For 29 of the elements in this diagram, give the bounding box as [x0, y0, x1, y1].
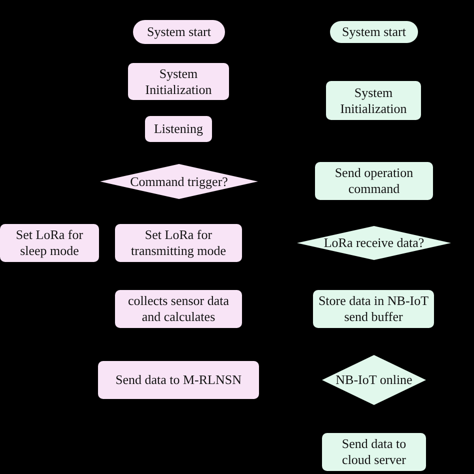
- terminal-box: [330, 21, 418, 43]
- decision-diamond: [100, 164, 258, 199]
- node-text: Command trigger?: [129, 174, 229, 190]
- node-text: System Initialization: [339, 84, 408, 116]
- process-box: [115, 224, 242, 262]
- node-text: Listening: [152, 121, 204, 137]
- node-text: Send data to cloud server: [340, 436, 408, 468]
- node-text: System start: [341, 24, 407, 40]
- process-box: [315, 162, 433, 200]
- node-text: Send data to M-RLNSN: [114, 372, 243, 388]
- process-box: [115, 290, 242, 328]
- process-box: [128, 63, 229, 100]
- node-text: System start: [146, 24, 212, 40]
- decision-diamond: [322, 355, 426, 405]
- process-box: [322, 433, 426, 471]
- decision-diamond: [297, 226, 451, 260]
- node-text: Send operation command: [334, 165, 414, 197]
- process-box: [326, 81, 421, 120]
- node-text: Store data in NB-IoT send buffer: [317, 293, 430, 325]
- node-text: Set LoRa for transmitting mode: [130, 227, 227, 259]
- process-box: [98, 361, 259, 399]
- node-text: Set LoRa for sleep mode: [14, 227, 84, 259]
- node-text: NB-IoT online: [334, 372, 414, 388]
- node-text: System Initialization: [144, 66, 213, 98]
- node-text: collects sensor data and calculates: [126, 293, 230, 325]
- process-box: [145, 116, 212, 142]
- terminal-box: [133, 20, 225, 44]
- node-text: LoRa receive data?: [322, 235, 426, 251]
- process-box: [0, 224, 99, 262]
